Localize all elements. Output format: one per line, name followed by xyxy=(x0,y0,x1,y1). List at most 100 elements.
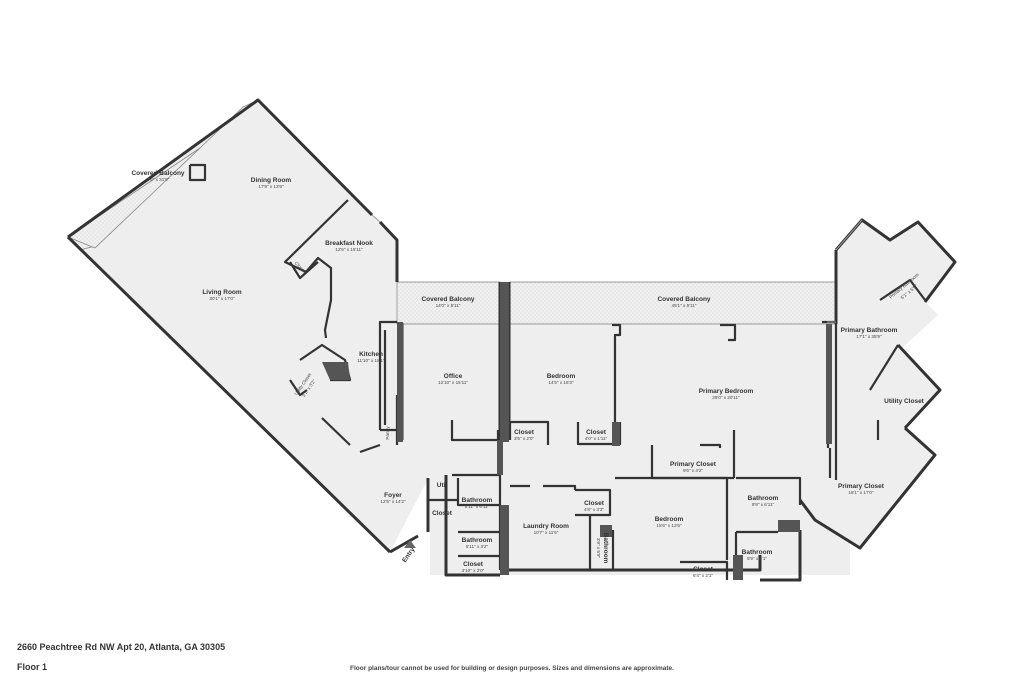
floor-label: Floor 1 xyxy=(17,662,48,672)
bedroom-north-label: Bedroom 14'5" x 16'3" xyxy=(547,373,576,385)
room-name: Laundry Room xyxy=(523,523,569,530)
room-name: Breakfast Nook xyxy=(325,240,373,247)
entry-arrow-icon xyxy=(404,540,416,548)
room-dims: 12'5" x 14'2" xyxy=(380,499,406,504)
room-name: Closet xyxy=(514,429,535,436)
primary-closet-small-label: Primary Closet 9'6" x 4'2" xyxy=(670,461,717,473)
room-name: Primary Bathroom xyxy=(841,327,898,334)
covered-balcony-west-label: Covered Balcony 3'6" x 31'9" xyxy=(131,170,184,182)
room-name: Covered Balcony xyxy=(657,296,710,303)
closet-e-label: Closet 6'4" x 2'1" xyxy=(693,566,714,578)
utility-closet-east-label: Utility Closet xyxy=(884,398,925,405)
bathroom-a-label: Bathroom 5'11" x 6'11" xyxy=(462,497,493,509)
laundry-room-label: Laundry Room 10'7" x 11'5" xyxy=(523,523,569,535)
room-name: Bedroom xyxy=(655,516,684,523)
entry-label: Entry xyxy=(401,546,416,564)
wall-blocks xyxy=(322,282,832,580)
room-dims: 9'9" x 6'11" xyxy=(752,502,775,507)
kitchen-label: Kitchen 11'10" x 18'1" xyxy=(357,351,385,363)
foyer-label: Foyer 12'5" x 14'2" xyxy=(380,492,406,504)
room-name: Primary Bedroom xyxy=(699,388,754,395)
room-dims: 17'9" x 13'9" xyxy=(258,184,284,189)
room-name: Closet xyxy=(463,561,484,568)
primary-bedroom-label: Primary Bedroom 29'0" x 20'11" xyxy=(699,388,754,400)
room-name: Bathroom xyxy=(748,495,779,502)
room-name: Utility Closet xyxy=(884,398,925,405)
room-dims: 14'5" x 16'3" xyxy=(548,380,574,385)
bathroom-b-label: Bathroom 5'11" x 3'2" xyxy=(462,537,493,549)
room-name: Dining Room xyxy=(251,177,292,184)
bathroom-east-label: Bathroom 9'9" x 6'11" xyxy=(748,495,779,507)
room-dims: 10'7" x 11'5" xyxy=(534,530,559,535)
room-dims: 12'10" x 15'11" xyxy=(438,380,468,385)
room-name: Primary Closet xyxy=(838,483,885,490)
balconies xyxy=(67,99,837,325)
room-dims: 11'10" x 18'1" xyxy=(357,358,385,363)
room-dims: 4'0" x 1'11" xyxy=(585,436,608,441)
room-dims: 4'8" x 3'3" xyxy=(584,507,604,512)
room-dims: 5'11" x 6'11" xyxy=(465,504,490,509)
room-name: Foyer xyxy=(384,492,402,499)
room-name: Bathroom xyxy=(462,537,493,544)
primary-bathroom-label: Primary Bathroom 17'1" x 35'9" xyxy=(841,327,898,339)
office-label: Office 12'10" x 15'11" xyxy=(438,373,468,385)
closet-bedroom-a-label: Closet 3'5" x 2'0" xyxy=(514,429,535,441)
room-name: Closet xyxy=(432,510,453,517)
room-name: Covered Balcony xyxy=(421,296,474,303)
room-dims: 17'1" x 35'9" xyxy=(856,334,882,339)
room-dims: 18'1" x 17'0" xyxy=(848,490,874,495)
bedroom-south-label: Bedroom 15'6" x 12'5" xyxy=(655,516,684,528)
room-name: Closet xyxy=(584,500,605,507)
util-label: Util xyxy=(437,482,448,489)
room-dims: 3'5" x 2'0" xyxy=(514,436,534,441)
living-room-label: Living Room 30'1" x 17'0" xyxy=(202,289,242,301)
room-dims: 3'6" x 31'9" xyxy=(147,177,170,182)
covered-balcony-east-label: Covered Balcony 45'1" x 5'11" xyxy=(657,296,710,308)
room-dims: 30'1" x 17'0" xyxy=(209,296,235,301)
room-dims: 12'5" x 15'11" xyxy=(335,247,363,252)
room-dims: 9'6" x 4'2" xyxy=(683,468,703,473)
room-dims: 5'9" x 6'1" xyxy=(747,556,767,561)
bathroom-c-label: Bathroom 3'9" x 5'9" xyxy=(596,533,609,564)
primary-closet-large-label: Primary Closet 18'1" x 17'0" xyxy=(838,483,885,495)
room-dims: 5'11" x 3'2" xyxy=(466,544,489,549)
dining-room-label: Dining Room 17'9" x 13'9" xyxy=(251,177,292,189)
exterior-walls xyxy=(66,98,957,582)
closet-bedroom-b-label: Closet 4'0" x 1'11" xyxy=(585,429,608,441)
room-name: Bathroom xyxy=(742,549,773,556)
room-name: Bathroom xyxy=(462,497,493,504)
closet-foyer-label: Closet xyxy=(432,510,453,517)
closet-laundry-label: Closet 4'8" x 3'3" xyxy=(584,500,605,512)
bathroom-d-label: Bathroom 5'9" x 6'1" xyxy=(742,549,773,561)
closet-d-label: Closet 4'10" x 2'0" xyxy=(462,561,485,573)
room-dims: 3'9" x 5'9" xyxy=(596,538,601,558)
covered-balcony-mid-label: Covered Balcony 14'0" x 5'11" xyxy=(421,296,474,308)
room-name: Closet xyxy=(693,566,714,573)
room-name: Primary Closet xyxy=(670,461,717,468)
room-name: Covered Balcony xyxy=(131,170,184,177)
room-name: Office xyxy=(444,373,463,380)
interior-walls xyxy=(188,163,926,580)
room-dims: 29'0" x 20'11" xyxy=(712,395,740,400)
room-name: Bathroom xyxy=(602,533,609,564)
room-dims: 45'1" x 5'11" xyxy=(672,303,697,308)
pantry-label: Pantry xyxy=(385,426,390,440)
address-text: 2660 Peachtree Rd NW Apt 20, Atlanta, GA… xyxy=(17,642,226,652)
room-name: Entry xyxy=(401,546,416,564)
room-name: Living Room xyxy=(202,289,242,296)
room-dims: 15'6" x 12'5" xyxy=(656,523,682,528)
room-name: Closet xyxy=(586,429,607,436)
room-dims: 4'10" x 2'0" xyxy=(462,568,485,573)
room-name: Util xyxy=(437,482,448,489)
room-name: Bedroom xyxy=(547,373,576,380)
disclaimer-text: Floor plans/tour cannot be used for buil… xyxy=(350,665,674,672)
windows xyxy=(371,214,863,323)
room-name: Pantry xyxy=(385,426,390,440)
breakfast-nook-label: Breakfast Nook 12'5" x 15'11" xyxy=(325,240,373,252)
room-labels: Covered Balcony 3'6" x 31'9" Dining Room… xyxy=(131,170,924,578)
room-name: Kitchen xyxy=(359,351,383,358)
floor-fill xyxy=(68,100,955,575)
room-dims: 6'4" x 2'1" xyxy=(693,573,713,578)
room-dims: 14'0" x 5'11" xyxy=(436,303,461,308)
